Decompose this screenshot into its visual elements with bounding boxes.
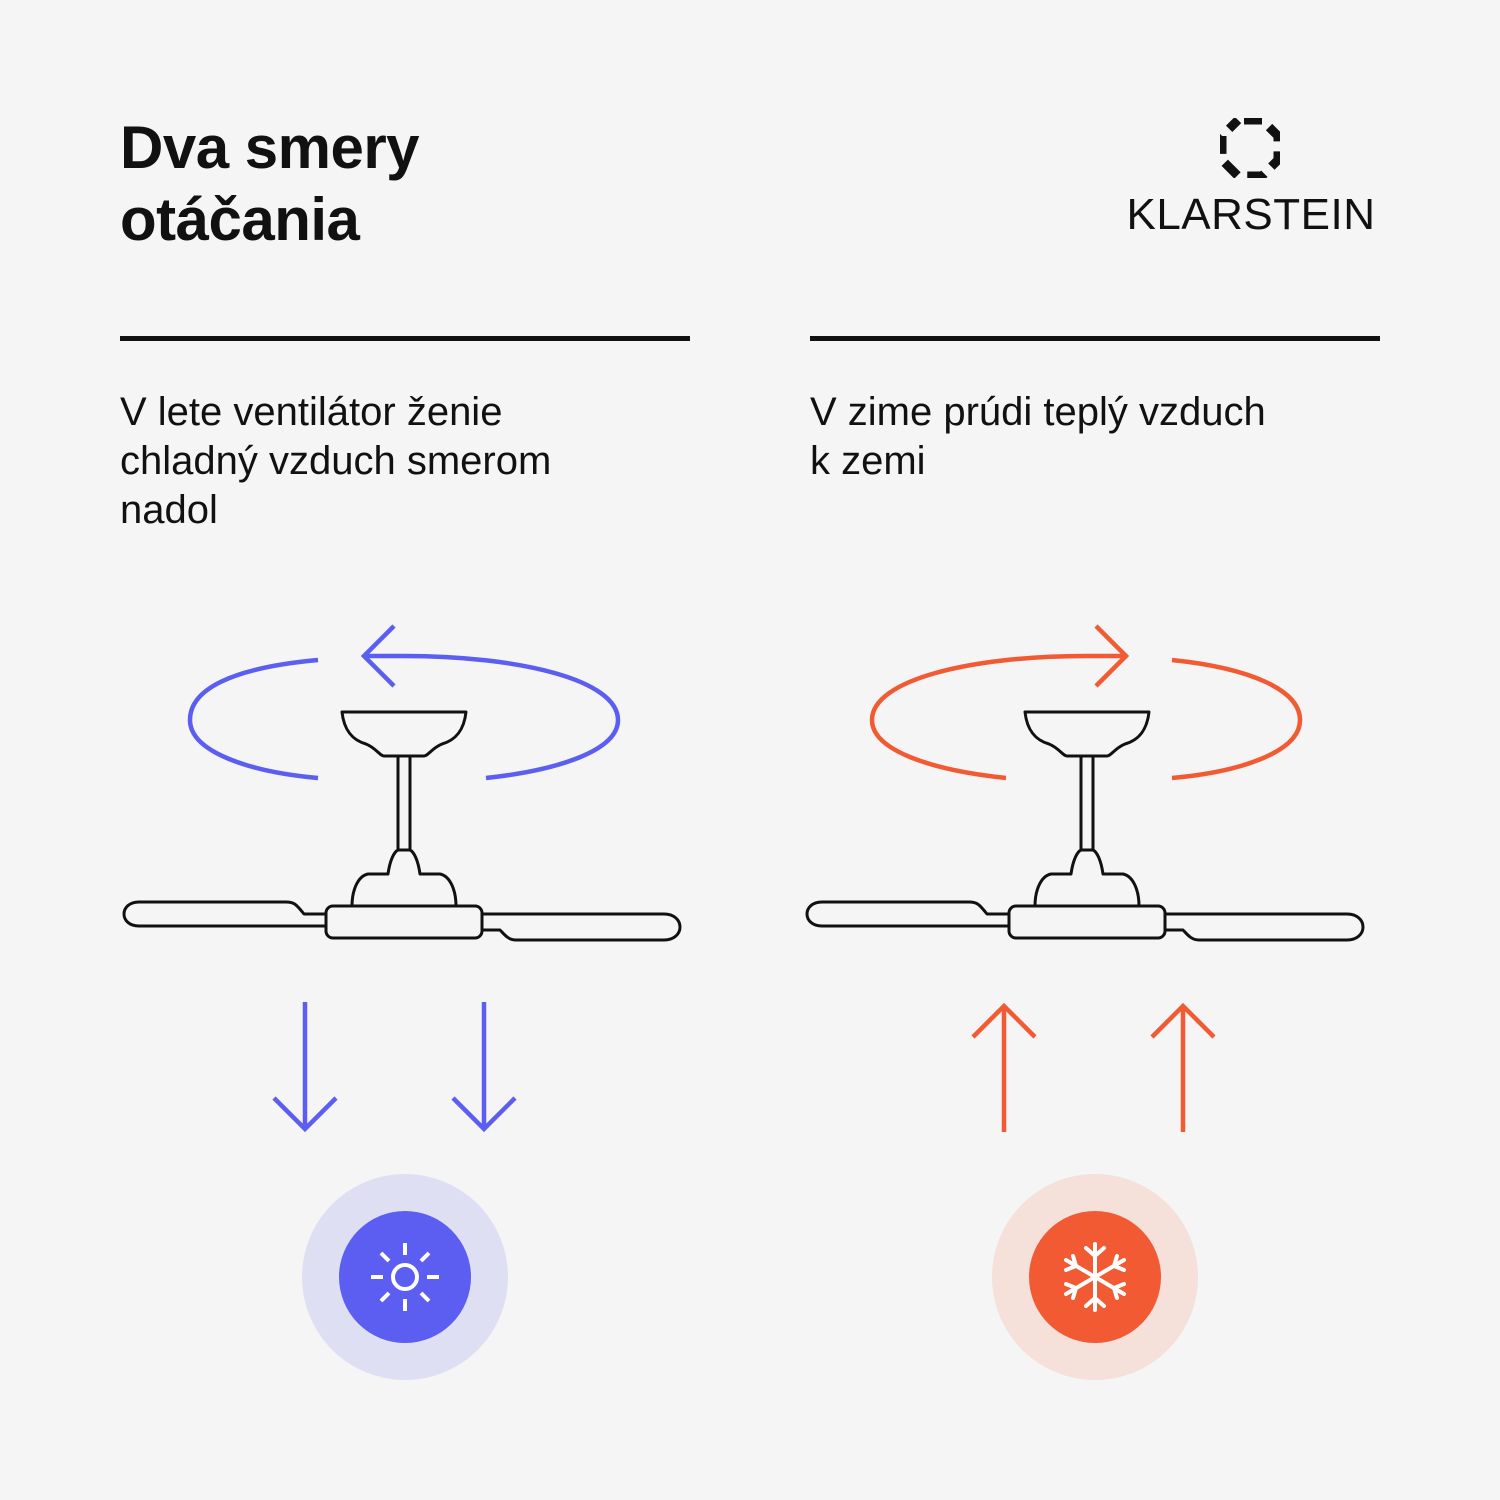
summer-airflow-arrows [272, 1002, 517, 1133]
winter-rotation-arrow [869, 624, 1303, 781]
brand-name: KLARSTEIN [1126, 190, 1376, 239]
summer-rotation-arrow [187, 624, 621, 781]
winter-badge [992, 1174, 1198, 1380]
brand-logo: KLARSTEIN [1120, 118, 1390, 248]
winter-description: V zime prúdi teplý vzduch k zemi [810, 390, 1266, 483]
klarstein-octagon-icon [1220, 118, 1280, 178]
summer-description: V lete ventilátor ženie chladný vzduch s… [120, 390, 552, 532]
summer-badge [302, 1174, 508, 1380]
sun-icon [371, 1243, 439, 1311]
page-title: Dva smery otáčania [120, 114, 420, 253]
divider-left [120, 336, 690, 341]
winter-airflow-arrows [971, 1002, 1216, 1132]
divider-right [810, 336, 1380, 341]
snowflake-icon [1064, 1242, 1126, 1312]
